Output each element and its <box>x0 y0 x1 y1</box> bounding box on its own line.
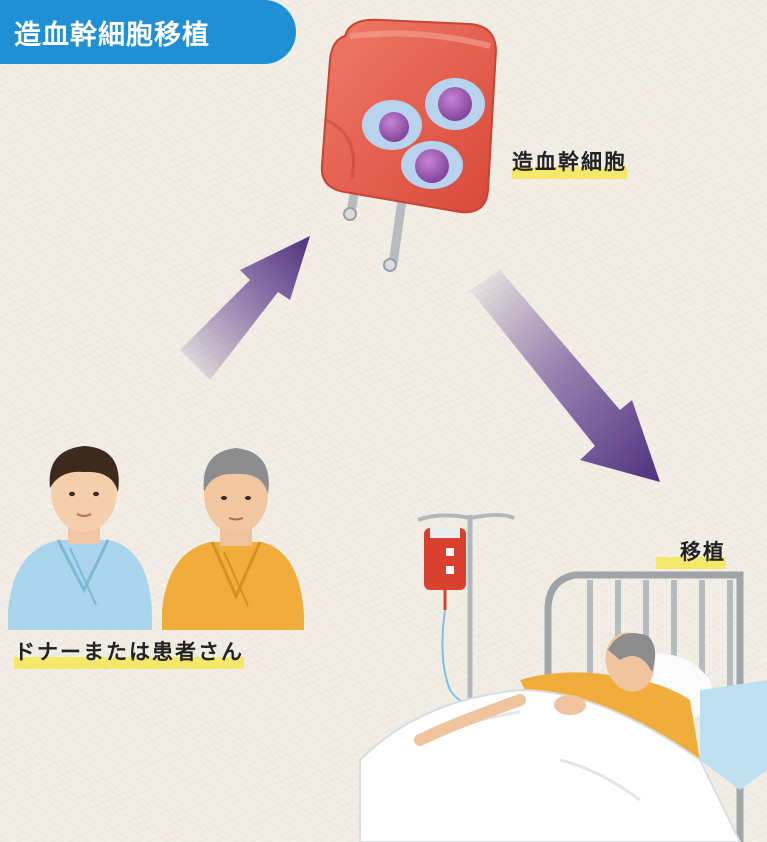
label-donor-or-patient-text: ドナーまたは患者さん <box>14 640 244 664</box>
highlight-bar <box>512 167 627 179</box>
patient-figure <box>162 448 304 630</box>
stem-cell-bag <box>320 18 498 272</box>
page-title: 造血幹細胞移植 <box>0 0 296 64</box>
highlight-bar <box>656 557 726 569</box>
highlight-bar <box>14 657 244 669</box>
stem-cell <box>362 100 422 150</box>
arrow-to-transplant <box>470 270 660 482</box>
label-stem-cells: 造血幹細胞 <box>512 150 627 179</box>
label-transplant-text: 移植 <box>680 540 726 564</box>
label-donor-or-patient: ドナーまたは患者さん <box>14 640 244 669</box>
donor-figure <box>8 446 152 630</box>
label-stem-cells-text: 造血幹細胞 <box>512 150 627 174</box>
stem-cell <box>425 78 485 130</box>
label-transplant: 移植 <box>656 540 726 569</box>
hospital-bed <box>359 571 767 842</box>
stem-cell <box>401 141 463 189</box>
arrow-to-stem-cells <box>180 236 310 380</box>
